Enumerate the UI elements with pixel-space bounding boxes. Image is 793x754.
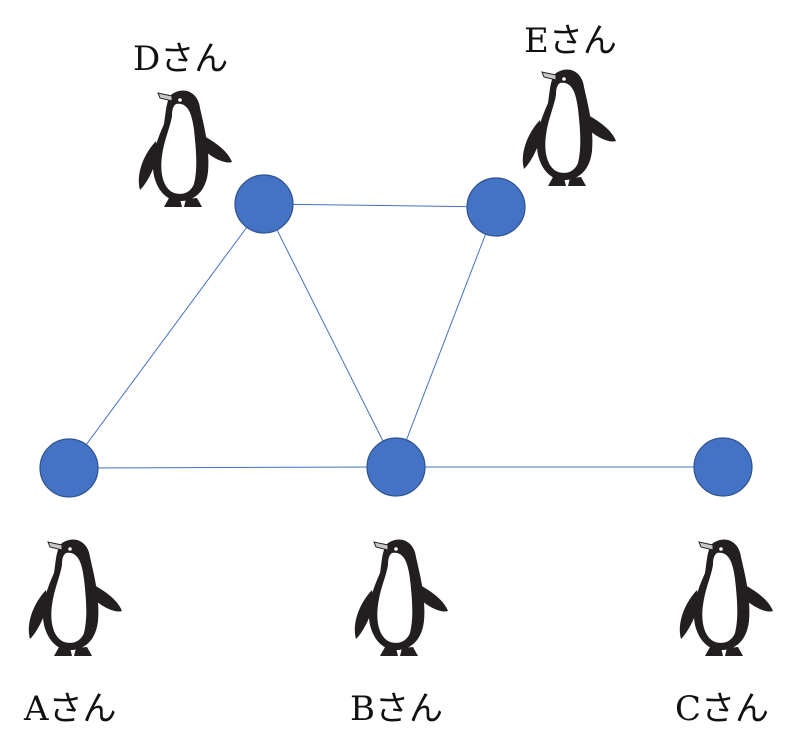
edge-a-d — [68, 203, 265, 469]
nodes-layer — [39, 174, 753, 498]
person-label-c: Cさん — [675, 689, 770, 729]
person-label-e: Eさん — [524, 21, 617, 61]
node-c — [693, 437, 753, 497]
penguin-icon — [354, 538, 449, 657]
edge-d-b — [263, 203, 397, 468]
person-label-b: Bさん — [350, 689, 443, 729]
node-e — [466, 177, 526, 237]
edge-d-e — [263, 203, 497, 208]
person-label-d: Dさん — [133, 39, 229, 79]
penguin-icon — [138, 89, 233, 208]
penguin-icon — [28, 538, 123, 657]
node-d — [234, 174, 294, 234]
person-label-a: Aさん — [24, 689, 117, 729]
penguin-icon — [522, 68, 617, 187]
penguin-icon — [679, 538, 774, 657]
node-a — [39, 438, 99, 498]
edge-e-b — [395, 206, 497, 468]
edge-a-b — [68, 466, 397, 469]
edges-layer — [68, 203, 723, 469]
node-b — [366, 437, 426, 497]
